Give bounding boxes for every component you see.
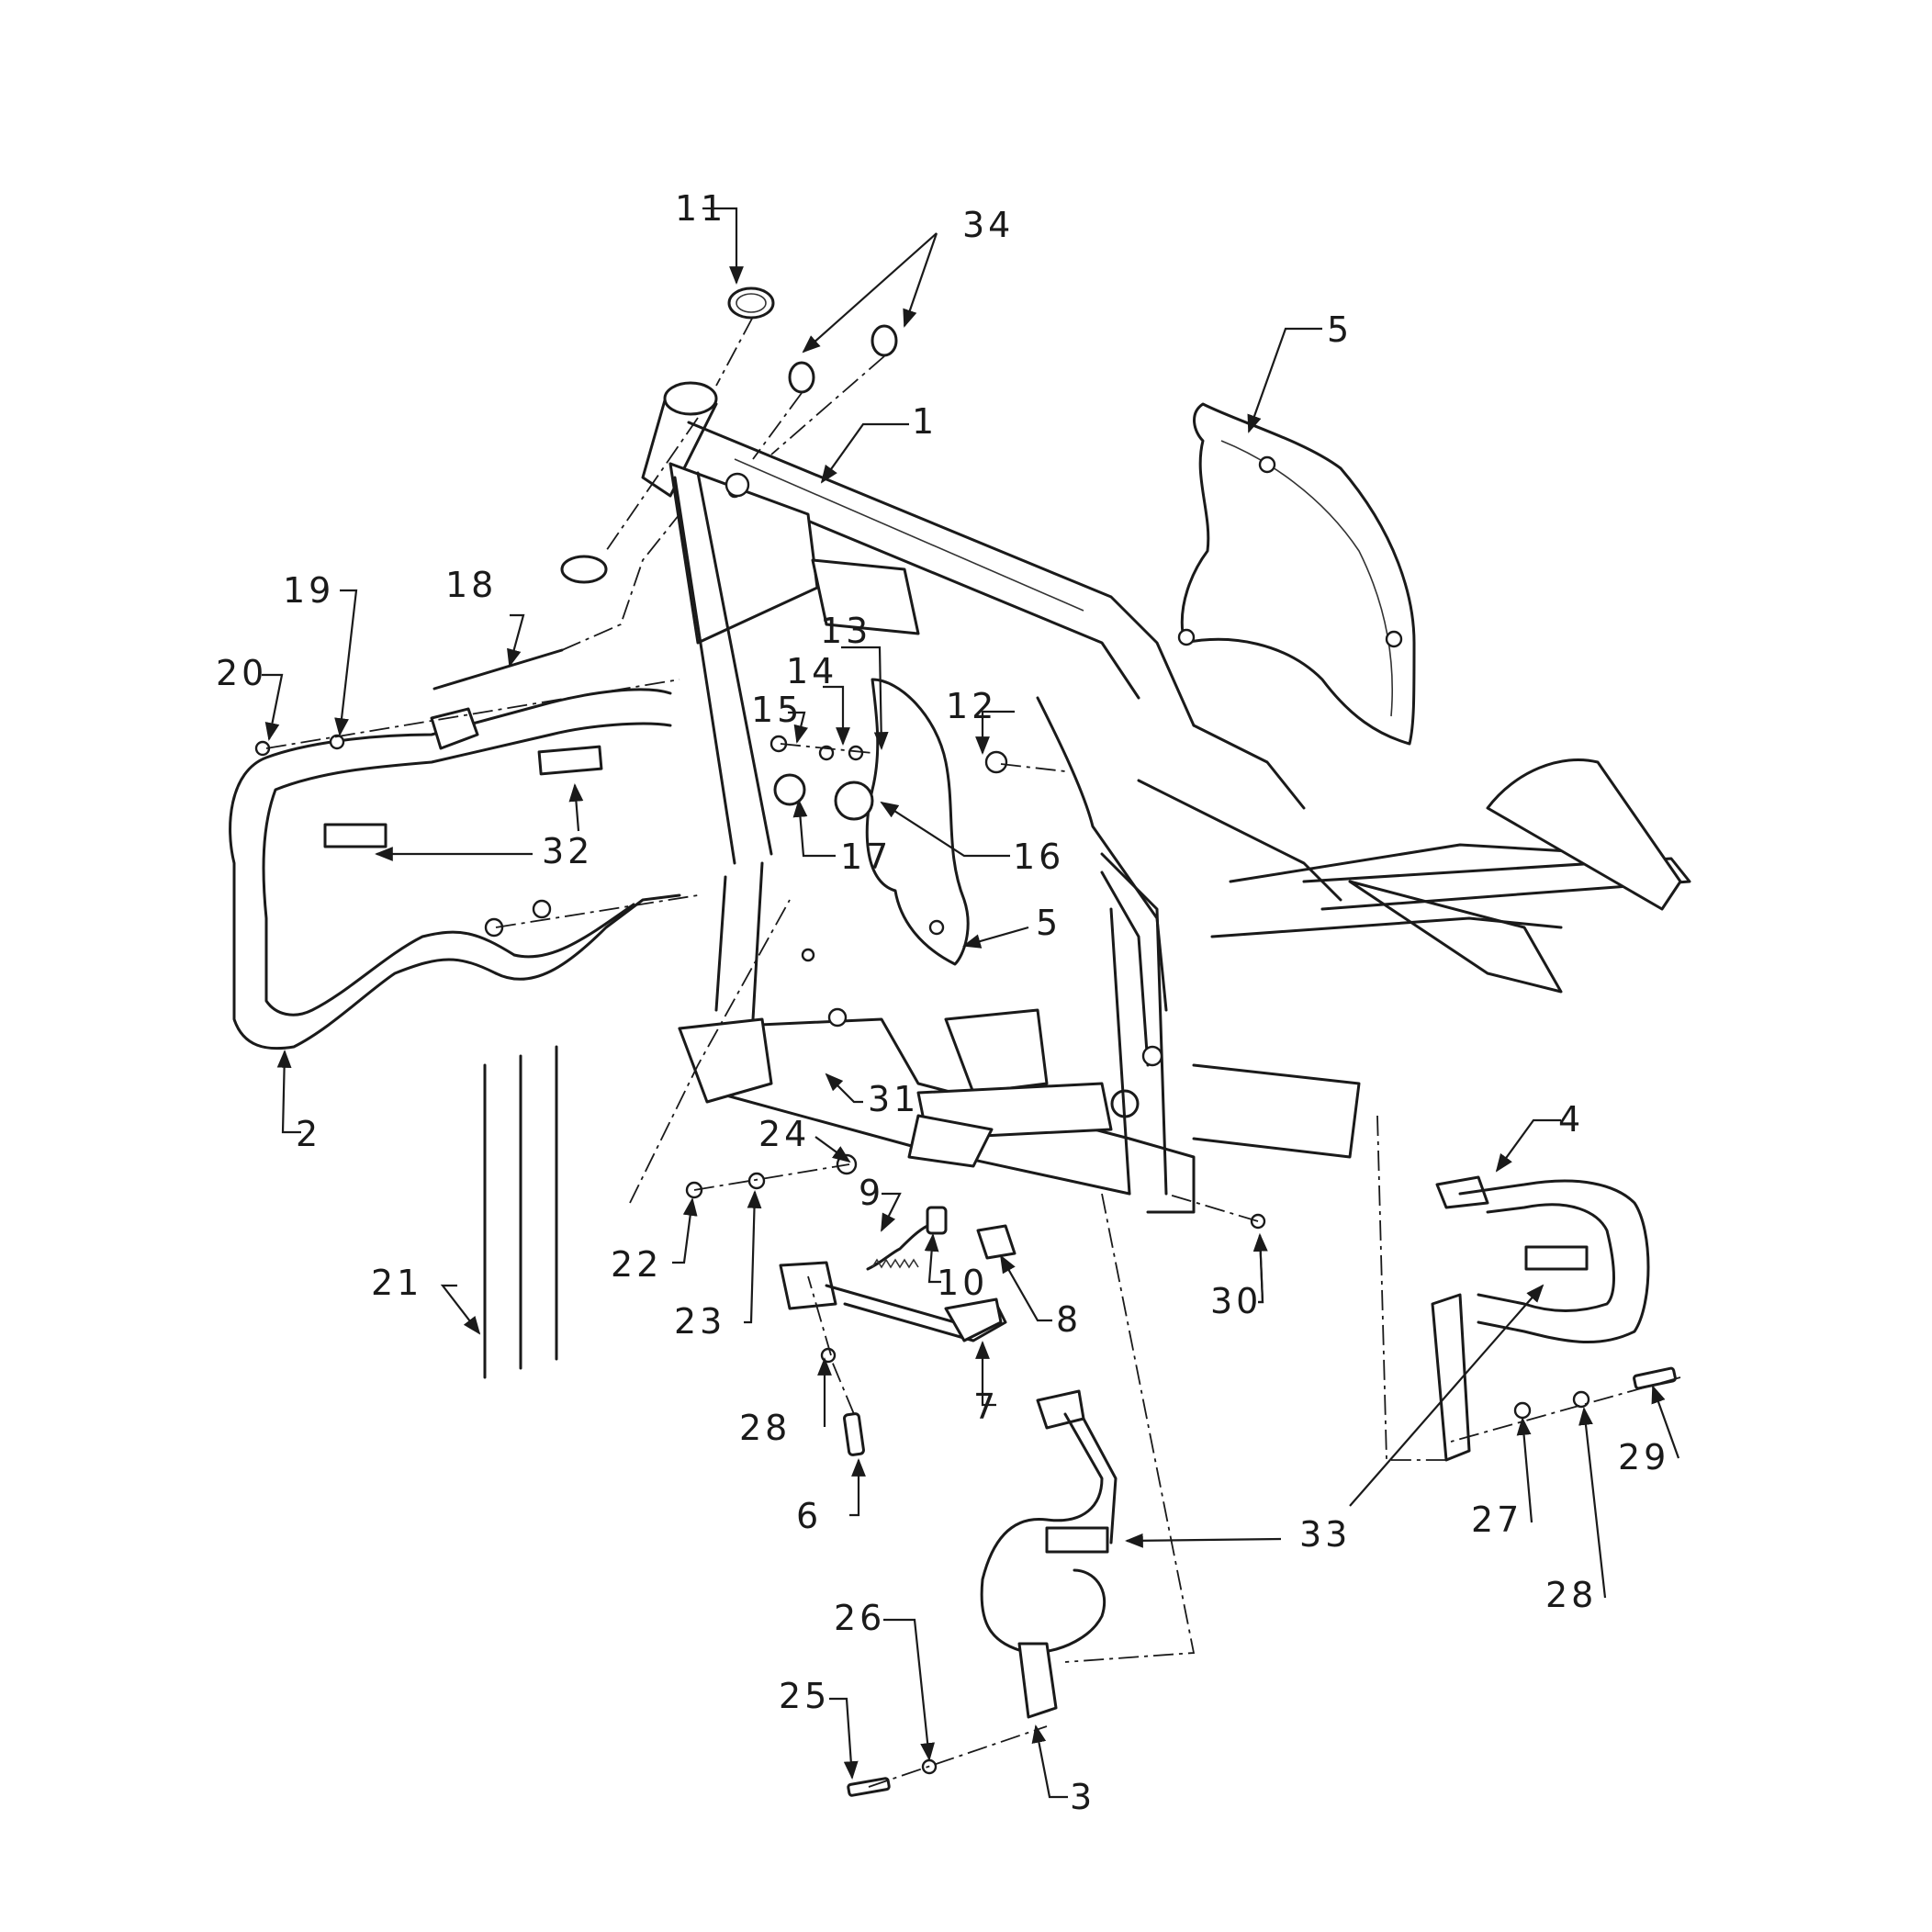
callout-7: 7 (973, 1387, 999, 1427)
bolt-29 (1633, 1366, 1677, 1390)
callout-10: 10 (937, 1263, 988, 1303)
side-stand (779, 1261, 1007, 1342)
steering-bearing-race (727, 286, 775, 320)
front-engine-guard (229, 688, 681, 1050)
washer-14 (818, 745, 835, 761)
callout-18: 18 (445, 565, 497, 605)
stand-bracket (976, 1224, 1017, 1260)
callout-16: 16 (1013, 837, 1064, 877)
assembly-centerlines (265, 316, 1681, 1788)
callout-15: 15 (751, 690, 803, 730)
callout-8: 8 (1056, 1299, 1082, 1340)
callout-3: 3 (1070, 1777, 1095, 1817)
rear-highway-bar-left (980, 1389, 1118, 1719)
callout-leaders (262, 207, 1680, 1799)
nut-13 (848, 745, 864, 761)
callout-34: 34 (962, 205, 1014, 245)
callout-22: 22 (611, 1244, 662, 1285)
callout-12: 12 (946, 686, 997, 726)
tie-straps (483, 1045, 558, 1379)
washer-28b (1572, 1390, 1590, 1409)
callout-28-left: 28 (739, 1408, 791, 1448)
callout-19: 19 (283, 570, 334, 611)
callout-27: 27 (1471, 1500, 1522, 1540)
callout-5-upper: 5 (1327, 309, 1353, 350)
callout-14: 14 (786, 651, 837, 691)
pin-6 (843, 1412, 865, 1456)
side-cover-right (1177, 402, 1416, 746)
callout-29: 29 (1618, 1437, 1669, 1477)
callout-labels: 11 34 1 5 13 14 15 12 18 19 20 32 17 16 … (216, 188, 1669, 1817)
bearing-cup-left (788, 361, 815, 394)
washer-19 (329, 734, 345, 750)
bearing-cup-right (871, 324, 898, 357)
rear-highway-bar-right (1431, 1175, 1650, 1462)
callout-17: 17 (840, 837, 892, 877)
callout-5-center: 5 (1036, 903, 1061, 943)
callout-24: 24 (758, 1114, 810, 1154)
long-rod (432, 648, 564, 691)
callout-1: 1 (912, 401, 938, 442)
callout-23: 23 (674, 1301, 725, 1342)
callout-30: 30 (1210, 1281, 1262, 1321)
plug-17 (773, 773, 806, 806)
callout-26: 26 (834, 1598, 885, 1638)
callout-9: 9 (859, 1173, 884, 1213)
washer-27 (1513, 1401, 1532, 1420)
callout-32: 32 (542, 831, 593, 871)
kickstand-spring (866, 1224, 929, 1271)
grommet-16 (834, 781, 874, 821)
callout-31: 31 (868, 1079, 919, 1119)
callout-6: 6 (796, 1496, 822, 1536)
callout-33: 33 (1299, 1514, 1351, 1555)
callout-13: 13 (820, 611, 871, 651)
callout-4: 4 (1558, 1099, 1584, 1140)
callout-2: 2 (296, 1114, 321, 1154)
side-cover-left (865, 678, 970, 966)
lower-bearing-cup (560, 555, 608, 584)
washer-23 (747, 1172, 766, 1190)
callout-25: 25 (779, 1676, 830, 1716)
nut-31 (827, 1007, 848, 1028)
spring-spacer (926, 1206, 948, 1235)
callout-20: 20 (216, 653, 267, 693)
main-frame (560, 381, 1691, 1214)
callout-21: 21 (371, 1263, 422, 1303)
bushing-12 (984, 750, 1008, 774)
callout-28-right: 28 (1545, 1575, 1597, 1615)
callout-11: 11 (675, 188, 726, 229)
